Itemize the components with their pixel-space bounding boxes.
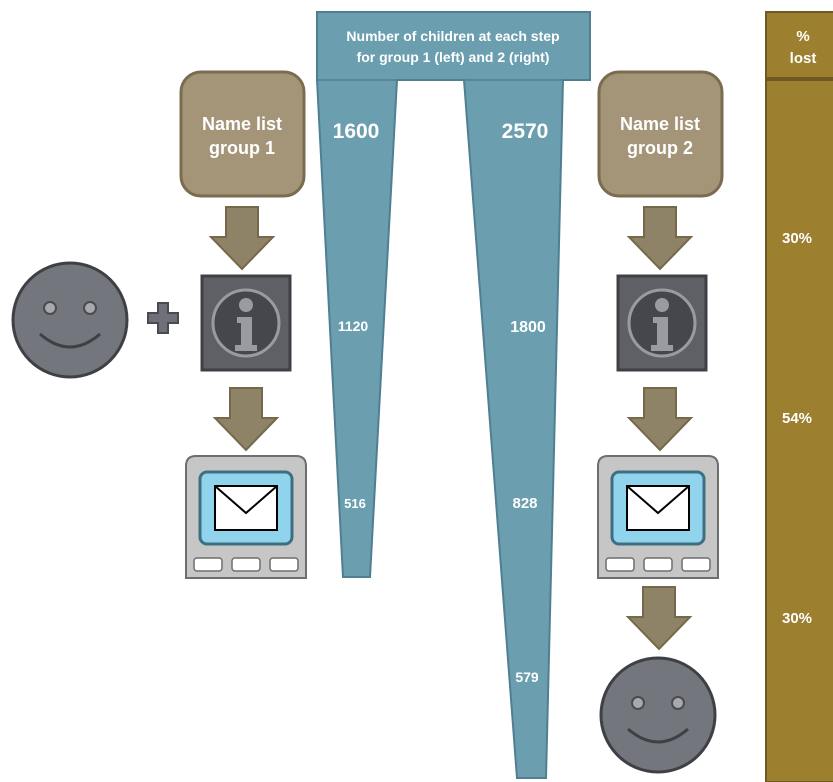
- percent-lost-step2: 54%: [782, 410, 812, 427]
- group2-count-step3: 828: [512, 495, 537, 512]
- name-list-group2-line1: Name list: [620, 114, 700, 134]
- group1-count-step3: 516: [344, 496, 366, 511]
- percent-lost-step1: 30%: [782, 230, 812, 247]
- down-arrow-icon: [214, 387, 278, 451]
- funnel-header-line1: Number of children at each step: [346, 28, 559, 44]
- group1-column: Name list group 1: [11, 70, 308, 580]
- group2-count-step4: 579: [515, 669, 539, 685]
- info-icon: [200, 274, 292, 372]
- smiley-face-icon: [11, 261, 129, 379]
- down-arrow-icon: [210, 206, 274, 270]
- info-icon: [616, 274, 708, 372]
- group1-count-step1: 1600: [333, 120, 380, 143]
- children-funnel: Number of children at each step for grou…: [316, 11, 591, 779]
- percent-lost-step3: 30%: [782, 610, 812, 627]
- down-arrow-icon: [628, 206, 692, 270]
- mobile-phone-message-icon: [184, 454, 308, 580]
- name-list-group2-line2: group 2: [627, 138, 693, 158]
- group2-count-step2: 1800: [510, 319, 546, 336]
- name-list-group1-line2: group 1: [209, 138, 275, 158]
- group2-column: Name list group 2: [596, 70, 724, 774]
- group2-count-step1: 2570: [502, 120, 549, 143]
- plus-icon: [147, 302, 179, 334]
- group1-count-step2: 1120: [338, 318, 369, 334]
- percent-lost-bar: % lost 30% 54% 30%: [765, 11, 833, 782]
- name-list-box-group1: Name list group 1: [179, 70, 306, 198]
- name-list-group1-line1: Name list: [202, 114, 282, 134]
- mobile-phone-message-icon: [596, 454, 720, 580]
- percent-lost-header-line2: lost: [790, 50, 817, 67]
- smiley-face-icon: [599, 656, 717, 774]
- down-arrow-icon: [628, 387, 692, 451]
- funnel-header-line2: for group 1 (left) and 2 (right): [357, 49, 550, 65]
- percent-lost-header-line1: %: [796, 28, 809, 45]
- name-list-box-group2: Name list group 2: [597, 70, 724, 198]
- down-arrow-icon: [627, 586, 691, 650]
